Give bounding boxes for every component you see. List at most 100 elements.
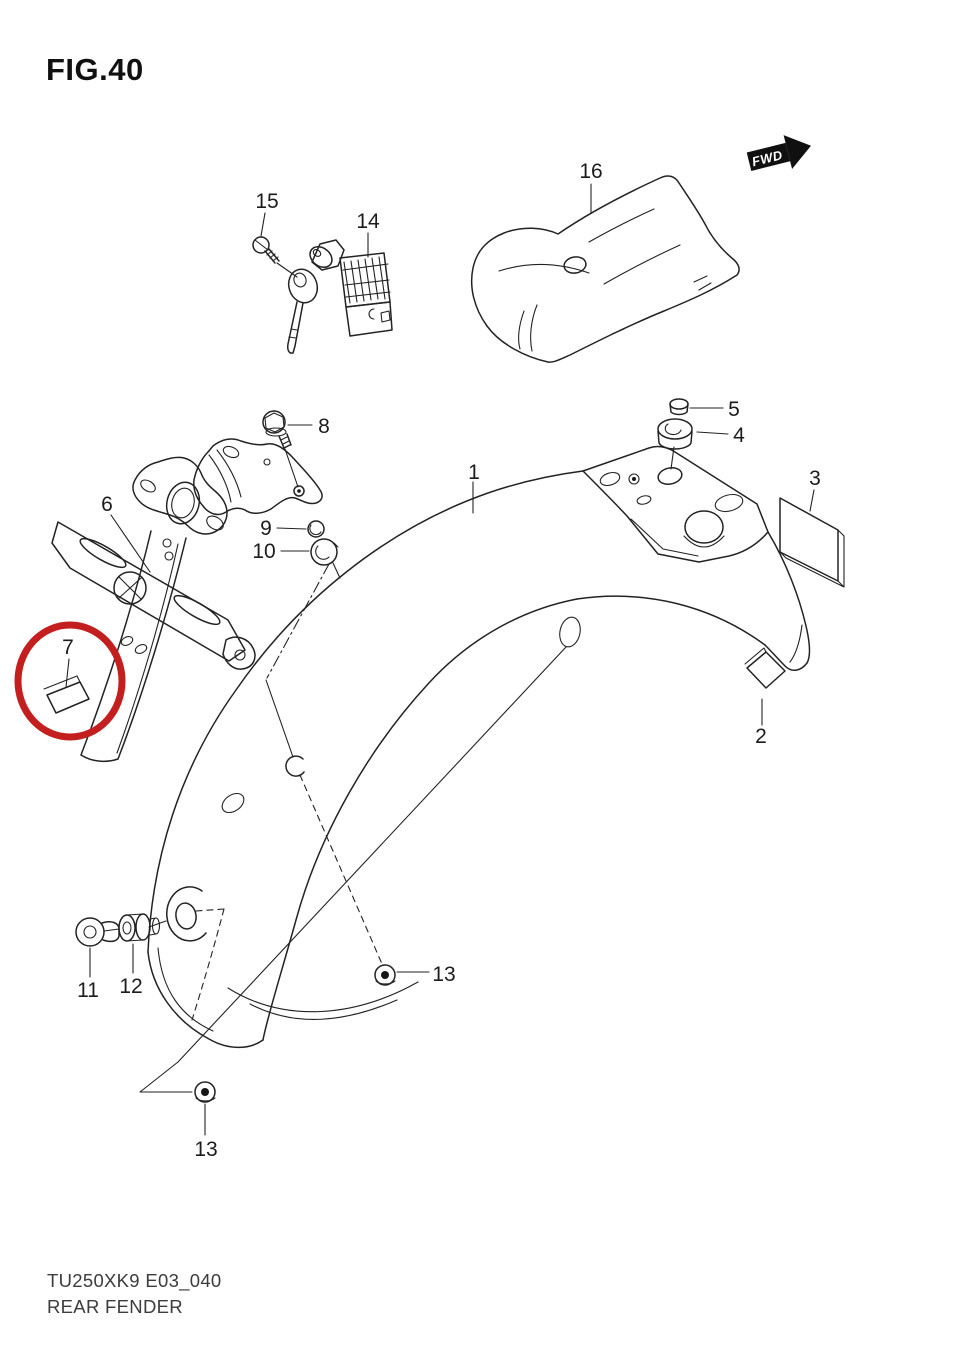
seat-lock-part-14	[311, 239, 393, 337]
lock-body-hatching	[342, 256, 391, 304]
nut-inner	[309, 524, 322, 536]
bolt-8-hole	[293, 485, 305, 497]
fender-grommet-hole	[175, 902, 197, 930]
smudge	[35, 1332, 85, 1348]
key-head-front	[287, 268, 319, 304]
callout-6: 6	[101, 493, 151, 573]
callout-label: 11	[77, 979, 99, 1002]
platform-hole	[714, 493, 744, 513]
callout-label: 4	[733, 424, 745, 447]
bracket-large-hole-inner	[171, 487, 195, 519]
smudge	[119, 267, 230, 298]
cap-part-5	[669, 398, 689, 416]
cushion-block	[46, 681, 90, 714]
cushion-top-edge	[43, 675, 81, 690]
cushion-part-7	[43, 675, 90, 714]
callout-label: 7	[62, 636, 74, 659]
assembly-lines	[103, 448, 567, 1093]
key-blade-notches	[288, 328, 298, 339]
fwd-label: FWD	[750, 147, 784, 169]
figure-title: FIG.40	[46, 52, 144, 87]
callout-14: 14	[356, 210, 380, 258]
grommet-leader-down	[670, 446, 675, 470]
platform-hole-center	[632, 477, 636, 481]
bolt-8-hole-center	[297, 489, 301, 493]
fender-crease	[227, 981, 419, 1013]
callout-label: 16	[579, 160, 602, 183]
grommet-top	[657, 418, 693, 440]
callout-label: 9	[260, 517, 272, 540]
callout-label: 13	[432, 963, 455, 986]
centerline-grommet-10	[266, 563, 330, 679]
callouts: 1 2 3 4 5 6 7	[62, 160, 821, 1161]
bracket-hole	[263, 458, 271, 466]
callout-5: 5	[689, 398, 740, 421]
fwd-arrow: FWD	[746, 135, 811, 171]
bag-folds	[518, 304, 538, 352]
foot-hole	[234, 649, 246, 661]
nut-body	[374, 964, 396, 986]
callout-16: 16	[579, 160, 603, 214]
callout-label: 5	[728, 398, 740, 421]
bolt-part-8	[262, 410, 292, 449]
grommet-part-10	[310, 538, 339, 566]
callout-12: 12	[119, 943, 143, 998]
grommet-part-4	[657, 418, 693, 470]
lock-keys	[287, 246, 333, 354]
spacer-flange	[135, 913, 151, 941]
callout-10: 10	[252, 540, 310, 563]
bracket-hole	[206, 515, 224, 531]
bracket-hole	[140, 479, 156, 493]
screw-slot	[254, 239, 269, 251]
leader-segment	[332, 562, 341, 579]
figure-name: REAR FENDER	[47, 1296, 183, 1317]
callout-11: 11	[77, 947, 99, 1002]
bag-stitch-marks	[611, 275, 712, 335]
screw-head	[252, 236, 270, 254]
bar-end-foot	[222, 636, 256, 670]
fender-mounting-platform	[582, 445, 769, 563]
bolt-head-hex	[264, 412, 285, 433]
callout-7: 7	[62, 636, 74, 688]
leader-line	[110, 514, 151, 573]
fwd-arrow-head	[783, 135, 811, 170]
callout-label: 6	[101, 493, 113, 516]
fender-inner-edge-left	[262, 598, 578, 1041]
fender-grommet-ring	[166, 886, 207, 942]
bolt-center	[83, 925, 97, 939]
smudge	[888, 167, 898, 193]
callout-13-lower: 13	[194, 1103, 218, 1161]
screw-part-15	[252, 236, 298, 278]
grommet-inner	[664, 423, 682, 436]
upper-bracket-fold	[208, 449, 242, 503]
nut-bore	[201, 1088, 209, 1096]
license-bracket-assembly	[51, 438, 323, 763]
callout-3: 3	[809, 467, 821, 512]
platform-fold-line	[630, 518, 699, 557]
spacer-part-12	[118, 913, 161, 942]
fender-crease	[249, 999, 398, 1020]
plate-bracket-bar-part-6	[51, 521, 246, 662]
callout-1: 1	[468, 461, 480, 514]
callout-label: 15	[255, 190, 278, 213]
nut-part-13-lower	[194, 1081, 216, 1103]
callout-label: 3	[809, 467, 821, 490]
fender-bolt-hole	[285, 755, 305, 777]
tool-bag-part-16	[470, 175, 740, 363]
spacer-bore	[122, 921, 132, 935]
cap-top	[669, 398, 689, 410]
fender-inner-edge-right	[576, 595, 766, 646]
bolt-flange	[265, 427, 287, 437]
lock-base-plate	[345, 301, 393, 337]
plate-face	[779, 497, 839, 582]
nut-part-13-upper	[374, 964, 396, 986]
leader-line	[276, 527, 307, 530]
bolt-11-axis	[103, 920, 167, 932]
bolt-path-dashed	[299, 774, 383, 965]
lock-base-detail	[368, 308, 391, 323]
strut-fold-line	[116, 543, 179, 754]
grommet-body	[657, 430, 693, 450]
callout-9: 9	[260, 517, 307, 540]
fender-outer-edge	[147, 470, 584, 953]
